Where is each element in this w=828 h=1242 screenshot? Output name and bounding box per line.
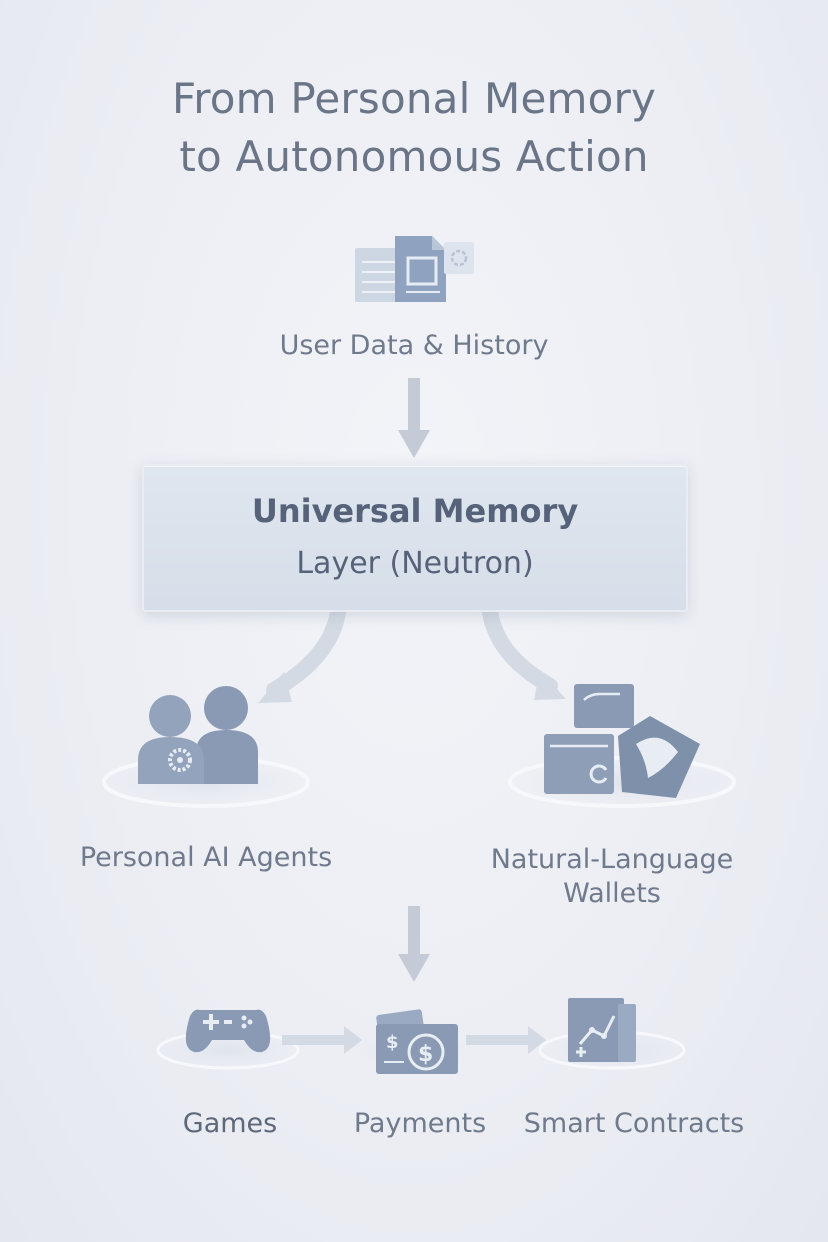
agents-label: Personal AI Agents xyxy=(79,842,333,873)
contracts-label: Smart Contracts xyxy=(523,1108,745,1139)
diagram-title-line1: From Personal Memory xyxy=(171,74,657,123)
documents-icon xyxy=(355,236,474,302)
users-gear-icon xyxy=(138,686,258,784)
memory-layer-box: Universal Memory Layer (Neutron) xyxy=(142,464,688,612)
memory-layer-title: Universal Memory xyxy=(251,492,579,530)
arrow-memory-to-wallets xyxy=(482,604,566,700)
wallets-label-line1: Natural-Language xyxy=(490,844,734,875)
games-label: Games xyxy=(182,1108,278,1139)
arrow-games-to-payments xyxy=(282,1026,362,1054)
arrow-payments-to-contracts xyxy=(466,1026,546,1054)
diagram-title-line2: to Autonomous Action xyxy=(179,132,649,181)
svg-text:$: $ xyxy=(386,1032,399,1053)
wallets-label-line2: Wallets xyxy=(563,878,661,909)
payments-label: Payments xyxy=(353,1108,487,1139)
arrow-source-to-memory xyxy=(398,378,430,458)
source-label: User Data & History xyxy=(279,330,549,361)
money-icon: $ $ xyxy=(376,1009,458,1074)
contract-chart-icon xyxy=(568,998,636,1062)
svg-text:$: $ xyxy=(418,1042,433,1067)
memory-layer-subtitle: Layer (Neutron) xyxy=(296,546,534,581)
gamepad-icon xyxy=(185,1009,271,1053)
arrow-to-bottom-row xyxy=(398,906,430,982)
wallet-cards-icon xyxy=(544,684,700,798)
arrow-memory-to-agents xyxy=(258,604,346,703)
